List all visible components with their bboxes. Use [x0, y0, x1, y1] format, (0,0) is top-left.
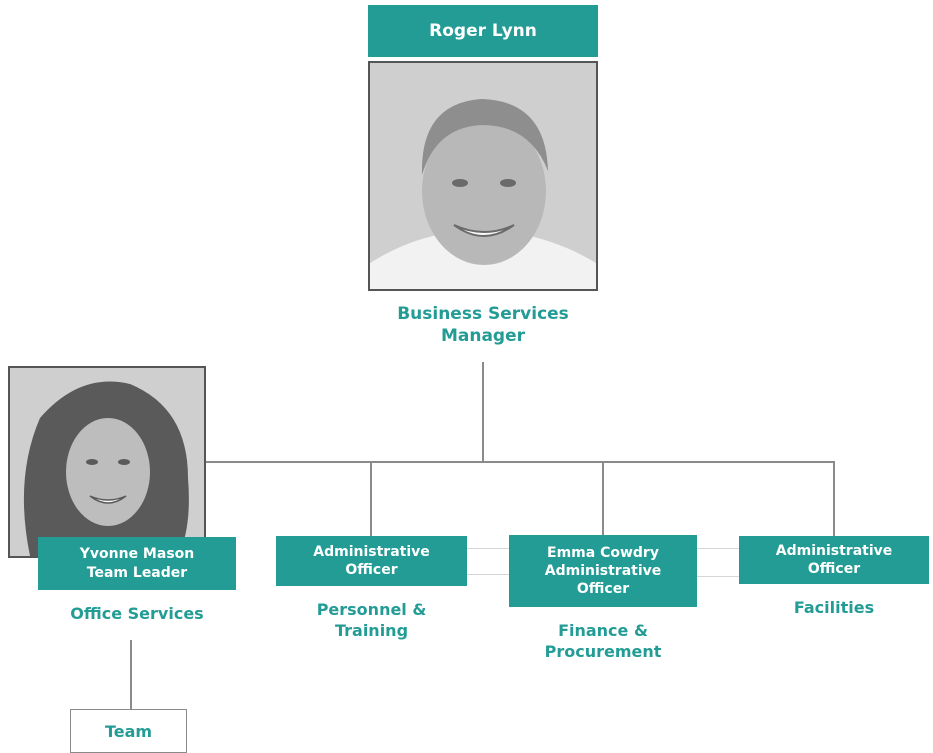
- officer-title-line1: Administrative: [544, 562, 662, 579]
- manager-name-box: Roger Lynn: [368, 5, 598, 57]
- officer-box-personnel: Administrative Officer: [276, 536, 467, 586]
- connector-box-link-4: [697, 576, 739, 577]
- team-leader-role: Team Leader: [86, 564, 188, 581]
- officer-name: Emma Cowdry: [547, 544, 659, 561]
- personnel-training-label: Personnel & Training: [316, 600, 427, 640]
- connector-box-link-1: [467, 548, 509, 549]
- manager-photo: [368, 61, 598, 291]
- connector-box-link-2: [467, 574, 509, 575]
- officer-box-finance: Emma Cowdry Administrative Officer: [509, 535, 697, 607]
- connector-manager-down: [482, 362, 484, 462]
- team-leader-name: Yvonne Mason: [79, 546, 195, 563]
- officer-title-line2: Officer: [576, 581, 630, 598]
- team-leader-box: Yvonne Mason Team Leader: [38, 537, 236, 590]
- manager-title-line2: Manager: [440, 326, 526, 347]
- facilities-label: Facilities: [793, 598, 875, 617]
- officer-title-line2: Officer: [345, 562, 398, 578]
- officer-title-line1: Administrative: [775, 542, 893, 559]
- officer-box-facilities: Administrative Officer: [739, 536, 929, 584]
- connector-horizontal: [206, 461, 833, 463]
- connector-personnel: [370, 461, 372, 537]
- connector-box-link-3: [697, 548, 739, 549]
- team-box: Team: [70, 709, 187, 753]
- connector-office-to-team: [130, 640, 132, 710]
- manager-title-line1: Business Services: [397, 304, 569, 324]
- team-leader-photo: [8, 366, 206, 558]
- officer-title-line2: Officer: [807, 561, 861, 577]
- finance-procurement-label: Finance & Procurement: [544, 621, 662, 661]
- officer-title-line1: Administrative: [313, 543, 430, 560]
- connector-finance: [602, 461, 604, 537]
- office-services-label: Office Services: [70, 604, 204, 623]
- manager-name: Roger Lynn: [429, 20, 537, 41]
- team-label: Team: [104, 721, 153, 741]
- connector-facilities: [833, 461, 835, 537]
- manager-title: Business Services Manager: [358, 303, 608, 347]
